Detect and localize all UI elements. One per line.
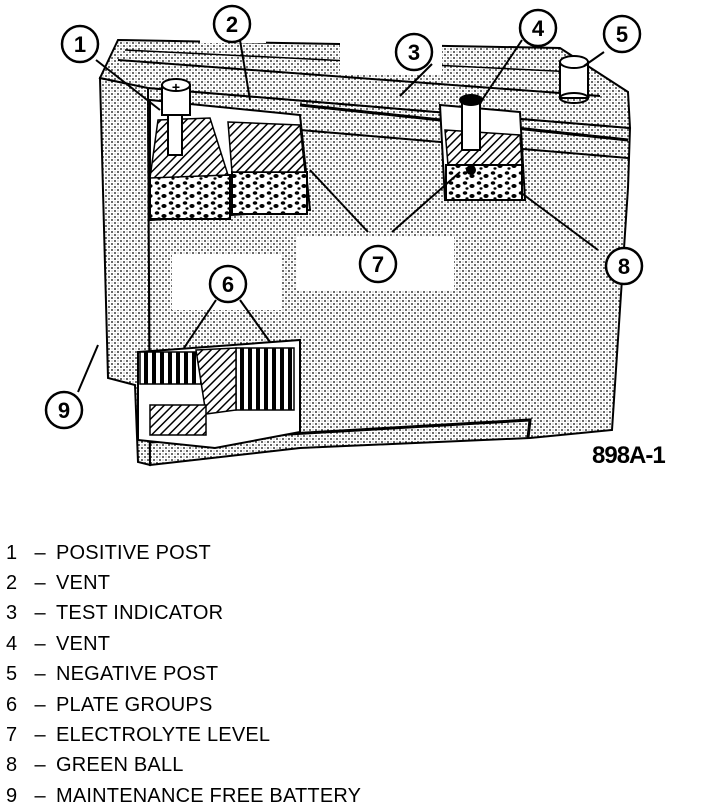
legend-number: 3	[6, 602, 18, 625]
callout-6: 6	[208, 264, 248, 304]
svg-text:9: 9	[58, 398, 70, 423]
legend-number: 5	[6, 663, 18, 686]
case-top	[98, 38, 632, 130]
svg-text:3: 3	[408, 40, 420, 65]
figure-id: 898A-1	[592, 442, 666, 469]
legend-dash: –	[34, 541, 46, 564]
callout-3: 3	[394, 32, 434, 72]
leader-lines	[77, 39, 605, 393]
svg-text:7: 7	[372, 252, 384, 277]
callout-4: 4	[518, 8, 558, 48]
legend-label: GREEN BALL	[56, 754, 184, 777]
legend-number: 8	[6, 754, 18, 777]
legend-item: 9–MAINTENANCE FREE BATTERY	[6, 781, 361, 811]
callout-8: 8	[604, 246, 644, 286]
battery-diagram: +	[44, 4, 666, 469]
battery-illustration: +	[44, 4, 644, 467]
callout-1: 1	[60, 24, 100, 64]
legend-label: VENT	[56, 632, 111, 655]
legend-number: 9	[6, 784, 18, 807]
legend-number: 7	[6, 724, 18, 747]
legend-item: 2–VENT	[6, 568, 361, 598]
legend-dash: –	[34, 632, 46, 655]
legend-number: 2	[6, 572, 18, 595]
legend-item: 7–ELECTROLYTE LEVEL	[6, 720, 361, 750]
legend-label: MAINTENANCE FREE BATTERY	[56, 784, 362, 807]
svg-text:6: 6	[222, 272, 234, 297]
svg-text:8: 8	[618, 254, 630, 279]
legend-number: 6	[6, 693, 18, 716]
legend-dash: –	[34, 754, 46, 777]
callout-5: 5	[602, 14, 642, 54]
legend-label: TEST INDICATOR	[56, 602, 224, 625]
callout-7: 7	[358, 244, 398, 284]
legend-dash: –	[34, 663, 46, 686]
legend-dash: –	[34, 724, 46, 747]
legend-dash: –	[34, 602, 46, 625]
legend-label: PLATE GROUPS	[56, 693, 213, 716]
legend-dash: –	[34, 784, 46, 807]
legend-item: 6–PLATE GROUPS	[6, 690, 361, 720]
legend-number: 1	[6, 541, 18, 564]
legend-item: 3–TEST INDICATOR	[6, 599, 361, 629]
legend-dash: –	[34, 572, 46, 595]
legend-label: NEGATIVE POST	[56, 663, 219, 686]
legend-label: VENT	[56, 572, 111, 595]
svg-text:2: 2	[226, 12, 238, 37]
legend-label: ELECTROLYTE LEVEL	[56, 724, 271, 747]
legend-dash: –	[34, 693, 46, 716]
legend-number: 4	[6, 632, 18, 655]
legend-item: 4–VENT	[6, 629, 361, 659]
svg-text:1: 1	[74, 32, 86, 57]
legend-item: 1–POSITIVE POST	[6, 538, 361, 568]
callout-9: 9	[44, 390, 84, 430]
callout-2: 2	[212, 4, 252, 44]
positive-sign: +	[172, 79, 180, 95]
legend-label: POSITIVE POST	[56, 541, 211, 564]
svg-text:5: 5	[616, 22, 628, 47]
legend-item: 8–GREEN BALL	[6, 751, 361, 781]
svg-text:4: 4	[532, 16, 545, 41]
legend-item: 5–NEGATIVE POST	[6, 660, 361, 690]
